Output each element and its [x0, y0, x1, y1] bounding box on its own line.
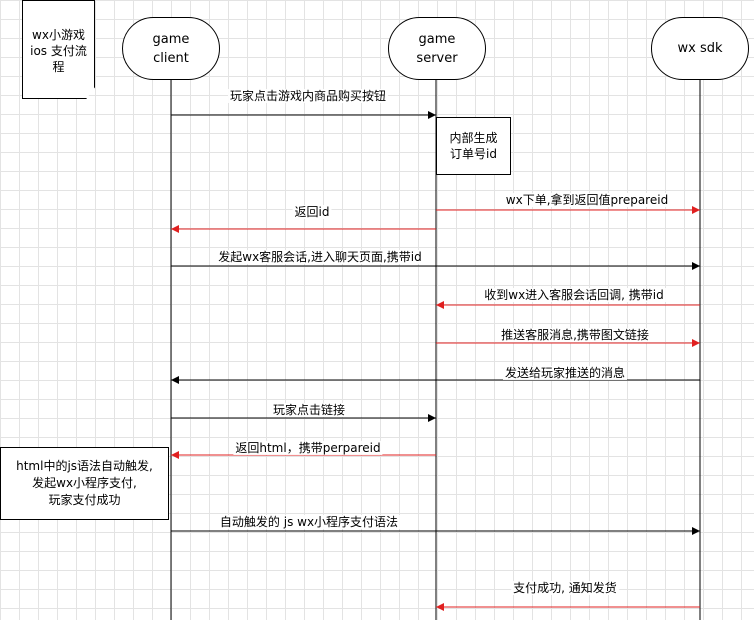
- message-label: 玩家点击游戏内商品购买按钮: [227, 89, 389, 103]
- message-label: 玩家点击链接: [270, 403, 348, 417]
- actor-game-server: game server: [388, 17, 486, 80]
- message-label: 发起wx客服会话,进入聊天页面,携带id: [216, 250, 424, 264]
- message-label: 发送给玩家推送的消息: [502, 366, 628, 380]
- message-label: 返回html，携带perpareid: [233, 441, 383, 455]
- actor-game-server-label: game server: [416, 31, 458, 66]
- message-label: 自动触发的 js wx小程序支付语法: [217, 515, 401, 529]
- title-note-text: wx小游戏 ios 支付流 程: [30, 28, 87, 74]
- html-trigger-note: html中的js语法自动触发, 发起wx小程序支付, 玩家支付成功: [0, 447, 169, 520]
- message-label: 收到wx进入客服会话回调, 携带id: [482, 288, 666, 302]
- actor-wx-sdk-label: wx sdk: [677, 41, 723, 56]
- html-trigger-note-text: html中的js语法自动触发, 发起wx小程序支付, 玩家支付成功: [16, 459, 153, 507]
- message-label: 推送客服消息,携带图文链接: [499, 328, 651, 342]
- actor-wx-sdk: wx sdk: [651, 17, 749, 80]
- actor-game-client-label: game client: [152, 31, 190, 66]
- order-id-box: 内部生成 订单号id: [436, 117, 511, 175]
- message-label: 返回id: [292, 205, 332, 219]
- message-label: 支付成功, 通知发货: [511, 581, 619, 595]
- actor-game-client: game client: [122, 17, 220, 80]
- order-id-box-text: 内部生成 订单号id: [449, 131, 498, 161]
- title-note: wx小游戏 ios 支付流 程: [22, 0, 95, 99]
- message-label: wx下单,拿到返回值prepareid: [503, 193, 671, 207]
